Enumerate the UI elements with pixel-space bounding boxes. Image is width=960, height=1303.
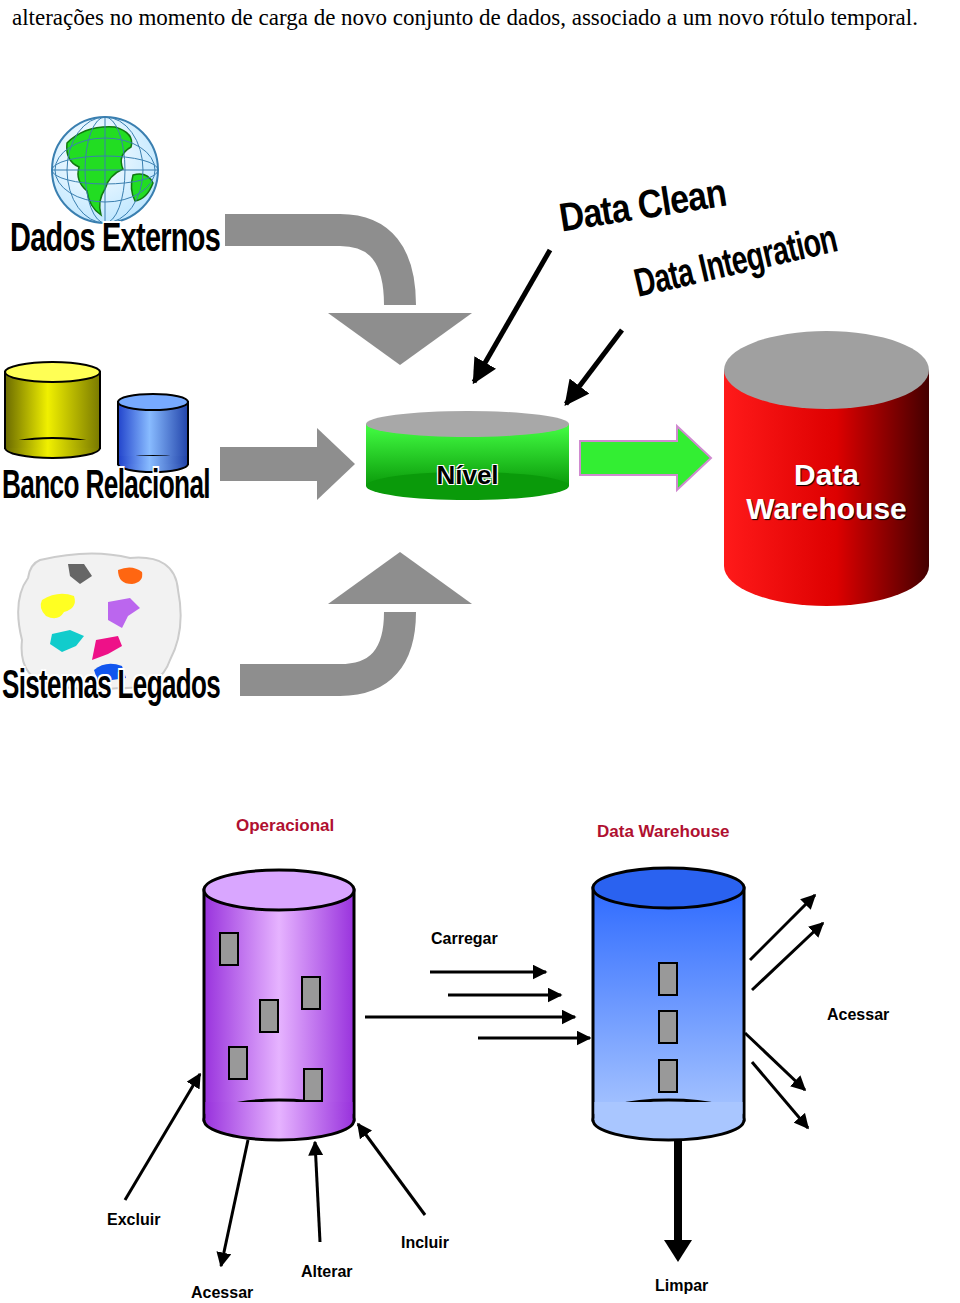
warehouse-cylinder: Data Warehouse xyxy=(723,330,930,608)
node-label: Sistemas Legados xyxy=(2,662,220,707)
node-label: Data Warehouse xyxy=(597,822,730,842)
operation-label: Incluir xyxy=(401,1234,449,1252)
database-cylinder: Operacional xyxy=(195,812,365,1142)
operation-label: Alterar xyxy=(301,1263,353,1281)
process-label: Data Clean xyxy=(556,170,729,241)
process-label: Data Integration xyxy=(630,216,841,306)
callout-arrows xyxy=(474,250,622,404)
operation-label: Acessar xyxy=(191,1284,253,1302)
flow-connector xyxy=(225,230,472,365)
node-label: Dados Externos xyxy=(10,215,220,260)
globe-icon xyxy=(5,115,230,285)
purge-arrow xyxy=(664,1140,692,1262)
operation-label: Limpar xyxy=(655,1277,708,1295)
node-label: Banco Relacional xyxy=(2,462,210,507)
operation-label: Excluir xyxy=(107,1211,160,1229)
flow-connector xyxy=(220,428,355,500)
flow-connector xyxy=(580,426,711,490)
source-icon: Banco Relacional xyxy=(0,360,218,530)
edge-label: Carregar xyxy=(431,930,498,948)
legacy-systems-icon xyxy=(0,550,230,740)
flow-connector xyxy=(240,552,472,680)
node-label: Nível xyxy=(365,460,570,491)
source-icon: Sistemas Legados xyxy=(0,550,230,740)
source-icon: Dados Externos xyxy=(5,115,230,285)
flow-connector xyxy=(365,1017,575,1018)
node-label: Data Warehouse xyxy=(733,458,920,526)
database-cylinder: Data Warehouse xyxy=(585,812,755,1142)
cylinder-shape xyxy=(585,812,755,1142)
cylinder-shape xyxy=(195,812,365,1142)
staging-cylinder: Nível xyxy=(365,410,570,502)
node-label: Operacional xyxy=(236,816,334,836)
body-text: alterações no momento de carga de novo c… xyxy=(12,0,958,39)
operation-label: Acessar xyxy=(827,1006,889,1024)
